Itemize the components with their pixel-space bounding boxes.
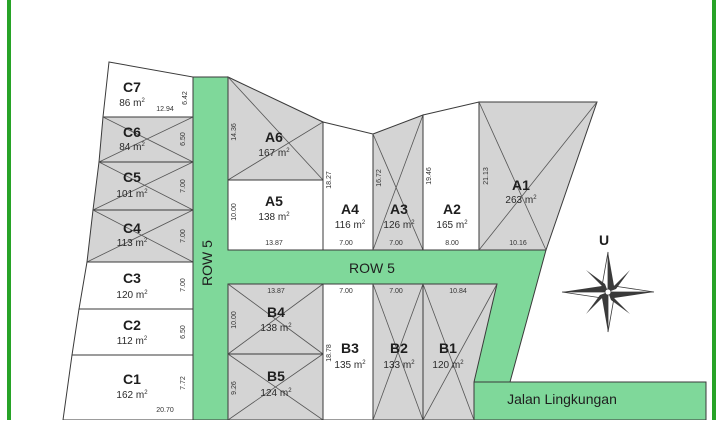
road-label-horizontal: ROW 5 [349, 260, 395, 276]
dimension-label: 12.94 [156, 106, 174, 113]
lot-area: 263 m2 [505, 195, 537, 206]
dimension-label: 21.13 [483, 167, 490, 185]
lot-area: 112 m2 [117, 336, 148, 347]
dimension-label: 7.00 [389, 288, 403, 295]
dimension-label: 7.00 [180, 278, 187, 292]
dimension-label: 10.00 [231, 203, 238, 221]
lot-code: B2 [390, 340, 408, 356]
dimension-label: 14.36 [231, 123, 238, 141]
dimension-label: 18.27 [326, 171, 333, 189]
lot-c3[interactable]: C3 120 m2 7.00 [78, 261, 194, 310]
lot-b4[interactable]: B4 138 m2 13.87 10.00 [227, 283, 324, 355]
lot-c1[interactable]: C1 162 m2 7.72 20.70 [62, 354, 194, 421]
lot-a5[interactable]: A5 138 m2 10.00 13.87 [227, 179, 324, 251]
lot-code: B1 [439, 340, 457, 356]
lot-area: 120 m2 [432, 360, 464, 371]
dimension-label: 20.70 [156, 407, 174, 414]
map-border [7, 0, 716, 425]
dimension-label: 6.50 [180, 132, 187, 146]
lot-code: C6 [123, 124, 141, 140]
lot-code: C5 [123, 169, 141, 185]
lot-code: B5 [267, 368, 285, 384]
lot-c4[interactable]: C4 113 m2 7.00 [86, 209, 194, 263]
lot-area: 162 m2 [116, 390, 148, 401]
lot-code: C7 [123, 79, 141, 95]
lot-area: 167 m2 [258, 148, 290, 159]
lot-a2[interactable]: A2 165 m2 19.46 8.00 [422, 101, 480, 251]
lot-code: C2 [123, 317, 141, 333]
lot-b3[interactable]: B3 135 m2 7.00 18.78 [322, 283, 374, 421]
road-jalan-lingkungan: Jalan Lingkungan [473, 381, 707, 421]
lot-area: 101 m2 [116, 189, 148, 200]
lot-code: A5 [265, 193, 283, 209]
dimension-label: 7.00 [339, 288, 353, 295]
dimension-label: 7.00 [180, 179, 187, 193]
lot-code: B3 [341, 340, 359, 356]
compass-rose-icon: U [561, 232, 655, 333]
lot-a3[interactable]: A3 126 m2 16.72 7.00 [372, 114, 424, 251]
lot-area: 116 m2 [335, 220, 366, 231]
dimension-label: 6.50 [180, 325, 187, 339]
lot-area: 135 m2 [334, 360, 366, 371]
lot-code: C3 [123, 270, 141, 286]
dimension-label: 7.72 [180, 376, 187, 390]
lot-area: 84 m2 [119, 142, 145, 153]
lot-a4[interactable]: A4 116 m2 18.27 7.00 [322, 121, 374, 251]
dimension-label: 8.00 [445, 240, 459, 247]
lot-code: B4 [267, 304, 285, 320]
lot-b5[interactable]: B5 124 m2 9.26 [227, 353, 324, 421]
road-label-jalan: Jalan Lingkungan [507, 391, 617, 407]
dimension-label: 18.78 [326, 344, 333, 362]
dimension-label: 10.00 [231, 311, 238, 329]
lot-b1[interactable]: B1 120 m2 10.84 [422, 283, 498, 421]
lot-area: 138 m2 [260, 323, 292, 334]
lot-code: A3 [390, 201, 408, 217]
lot-area: 124 m2 [260, 388, 292, 399]
lot-area: 138 m2 [258, 212, 290, 223]
dimension-label: 19.46 [426, 167, 433, 185]
lot-c5[interactable]: C5 101 m2 7.00 [92, 161, 194, 211]
lot-code: A1 [512, 177, 530, 193]
dimension-label: 9.26 [231, 381, 238, 395]
lot-area: 126 m2 [383, 220, 415, 231]
compass-north-label: U [599, 232, 609, 248]
dimension-label: 7.00 [180, 229, 187, 243]
lot-c7[interactable]: C7 86 m2 12.94 6.42 [102, 61, 194, 118]
lot-area: 165 m2 [436, 220, 468, 231]
dimension-label: 10.84 [449, 288, 467, 295]
dimension-label: 10.16 [509, 240, 527, 247]
lot-area: 133 m2 [383, 360, 415, 371]
lot-code: C4 [123, 220, 141, 236]
lot-c2[interactable]: C2 112 m2 6.50 [71, 308, 194, 356]
lot-code: A6 [265, 129, 283, 145]
lot-code: C1 [123, 371, 141, 387]
lot-b2[interactable]: B2 133 m2 7.00 [372, 283, 424, 421]
road-label-vertical: ROW 5 [199, 240, 215, 286]
dimension-label: 7.00 [339, 240, 353, 247]
lot-area: 86 m2 [119, 98, 145, 109]
lot-area: 120 m2 [116, 290, 148, 301]
dimension-label: 13.87 [265, 240, 283, 247]
dimension-label: 13.87 [267, 288, 285, 295]
dimension-label: 16.72 [376, 169, 383, 187]
lot-a6[interactable]: A6 167 m2 14.36 [227, 76, 324, 181]
lot-code: A4 [341, 201, 359, 217]
lot-code: A2 [443, 201, 461, 217]
lot-a1[interactable]: A1 263 m2 21.13 10.16 [478, 101, 598, 251]
lot-area: 113 m2 [117, 238, 148, 249]
lot-c6[interactable]: C6 84 m2 6.50 [98, 116, 194, 163]
dimension-label: 6.42 [182, 91, 189, 105]
dimension-label: 7.00 [389, 240, 403, 247]
